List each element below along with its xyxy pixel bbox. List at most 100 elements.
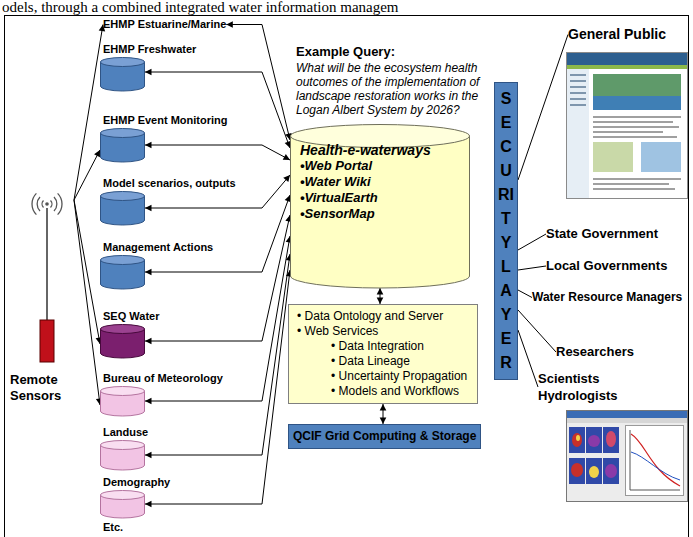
software-screenshot-part	[576, 435, 580, 441]
connector-line	[145, 215, 290, 341]
connector-arrow	[518, 330, 538, 387]
cylinder-outline	[100, 128, 145, 162]
connector-line	[74, 25, 103, 201]
cylinder-outline	[100, 324, 145, 358]
arrow-head	[94, 150, 100, 157]
cylinder-outline	[100, 255, 145, 289]
website-screenshot-part	[593, 96, 681, 110]
website-screenshot-part	[593, 183, 669, 185]
service-item: • Data Lineage	[331, 354, 469, 369]
software-screenshot-part	[605, 464, 617, 478]
website-screenshot-part	[570, 74, 586, 76]
software-screenshot-part	[588, 435, 600, 447]
arrow-head	[145, 269, 152, 276]
website-screenshot-part	[593, 178, 681, 180]
software-screenshot-part	[572, 433, 582, 447]
website-screenshot-part	[593, 131, 663, 133]
software-screenshot-part	[586, 427, 602, 453]
arrow-head	[283, 175, 290, 182]
cylinder-top	[101, 325, 145, 334]
audience-label: Water Resource Managers	[532, 290, 682, 305]
cylinder-outline	[100, 191, 145, 225]
connector-arrow	[518, 35, 568, 181]
database-cylinder: Landuse	[100, 440, 145, 470]
audience-label: State Government	[546, 226, 658, 242]
arrow-head	[377, 288, 384, 295]
database-cylinder: Demography	[100, 490, 145, 518]
outer-frame	[5, 16, 689, 537]
connector-arrow	[380, 404, 387, 424]
query-text: What will be the ecosystem health outcom…	[296, 61, 492, 117]
cylinder-top	[101, 256, 145, 265]
connector-line	[74, 150, 100, 200]
etc-label: Etc.	[103, 521, 123, 534]
website-screenshot	[567, 53, 688, 199]
arrow-head	[145, 69, 152, 76]
database-cylinder: Management Actions	[100, 255, 145, 289]
connector-arrow	[518, 266, 546, 270]
cylinder-top	[101, 387, 145, 396]
service-item: • Data Ontology and Server	[297, 309, 469, 324]
connector-arrow	[145, 254, 292, 458]
service-item: • Uncertainty Propagation	[331, 369, 469, 384]
connector-arrow	[74, 200, 102, 344]
arrow-head	[145, 452, 152, 459]
cylinder-outline	[100, 57, 145, 91]
arrow-head	[285, 195, 291, 202]
connector-arrow	[145, 215, 292, 344]
connector-line	[518, 234, 546, 250]
grid-storage-box: QCIF Grid Computing & Storage	[288, 424, 481, 449]
connector-arrow	[74, 200, 102, 405]
cylinder-outline	[100, 386, 145, 416]
cylinder-top	[101, 441, 145, 450]
audience-node: State Government	[546, 226, 658, 242]
service-item: • Data Integration	[331, 339, 469, 354]
website-screenshot-part	[593, 142, 633, 172]
connector-arrow	[518, 290, 532, 298]
remote-sensor-illustration-part	[40, 320, 54, 362]
cylinder-top	[101, 58, 145, 67]
software-screenshot-part	[567, 411, 687, 418]
database-cylinder: SEQ Water	[100, 324, 145, 358]
arrow-head	[285, 141, 291, 148]
connector-line	[145, 195, 290, 272]
cylinder-outline	[100, 490, 145, 518]
portal-text: Health-e-waterways	[300, 142, 462, 158]
software-screenshot-part	[630, 430, 680, 490]
software-screenshot-part	[603, 458, 619, 484]
software-screenshot-part	[603, 427, 619, 453]
software-screenshot-part	[626, 426, 684, 496]
audience-node: Water Resource Managers	[532, 290, 682, 305]
software-screenshot-part	[589, 466, 599, 478]
connector-line	[518, 290, 532, 298]
audience-label: General Public	[568, 26, 666, 43]
website-screenshot-part	[641, 142, 681, 172]
connector-line	[74, 200, 100, 344]
grid-storage-text: QCIF Grid Computing & Storage	[293, 429, 476, 444]
portal-database: Health-e-waterways•Web Portal•Water Wiki…	[290, 124, 470, 288]
database-label: SEQ Water	[103, 310, 159, 323]
connector-arrow	[377, 288, 384, 304]
website-screenshot-part	[593, 116, 681, 118]
audience-label: Local Governments	[546, 258, 667, 274]
remote-sensor-illustration-part	[45, 202, 49, 206]
remote-sensor-illustration-part	[46, 208, 48, 320]
query-heading: Example Query:	[296, 44, 395, 60]
arrow-head	[145, 338, 152, 345]
connector-line	[145, 145, 290, 160]
website-screenshot-part	[593, 136, 677, 138]
connector-arrow	[74, 25, 105, 201]
connector-line	[145, 270, 290, 504]
software-screenshot-part	[586, 458, 602, 484]
cylinder-outline	[100, 440, 145, 470]
arrow-head	[226, 21, 233, 28]
cylinder-body	[291, 136, 470, 288]
connector-line	[518, 266, 546, 270]
portal-text: •SensorMap	[300, 206, 462, 222]
arrow-head	[145, 398, 152, 405]
audience-node: Researchers	[556, 344, 634, 360]
audience-label: Researchers	[556, 344, 634, 360]
connector-line	[518, 330, 538, 387]
database-cylinder: EHMP Event Monitoring	[100, 128, 145, 162]
connector-arrow	[518, 234, 546, 250]
